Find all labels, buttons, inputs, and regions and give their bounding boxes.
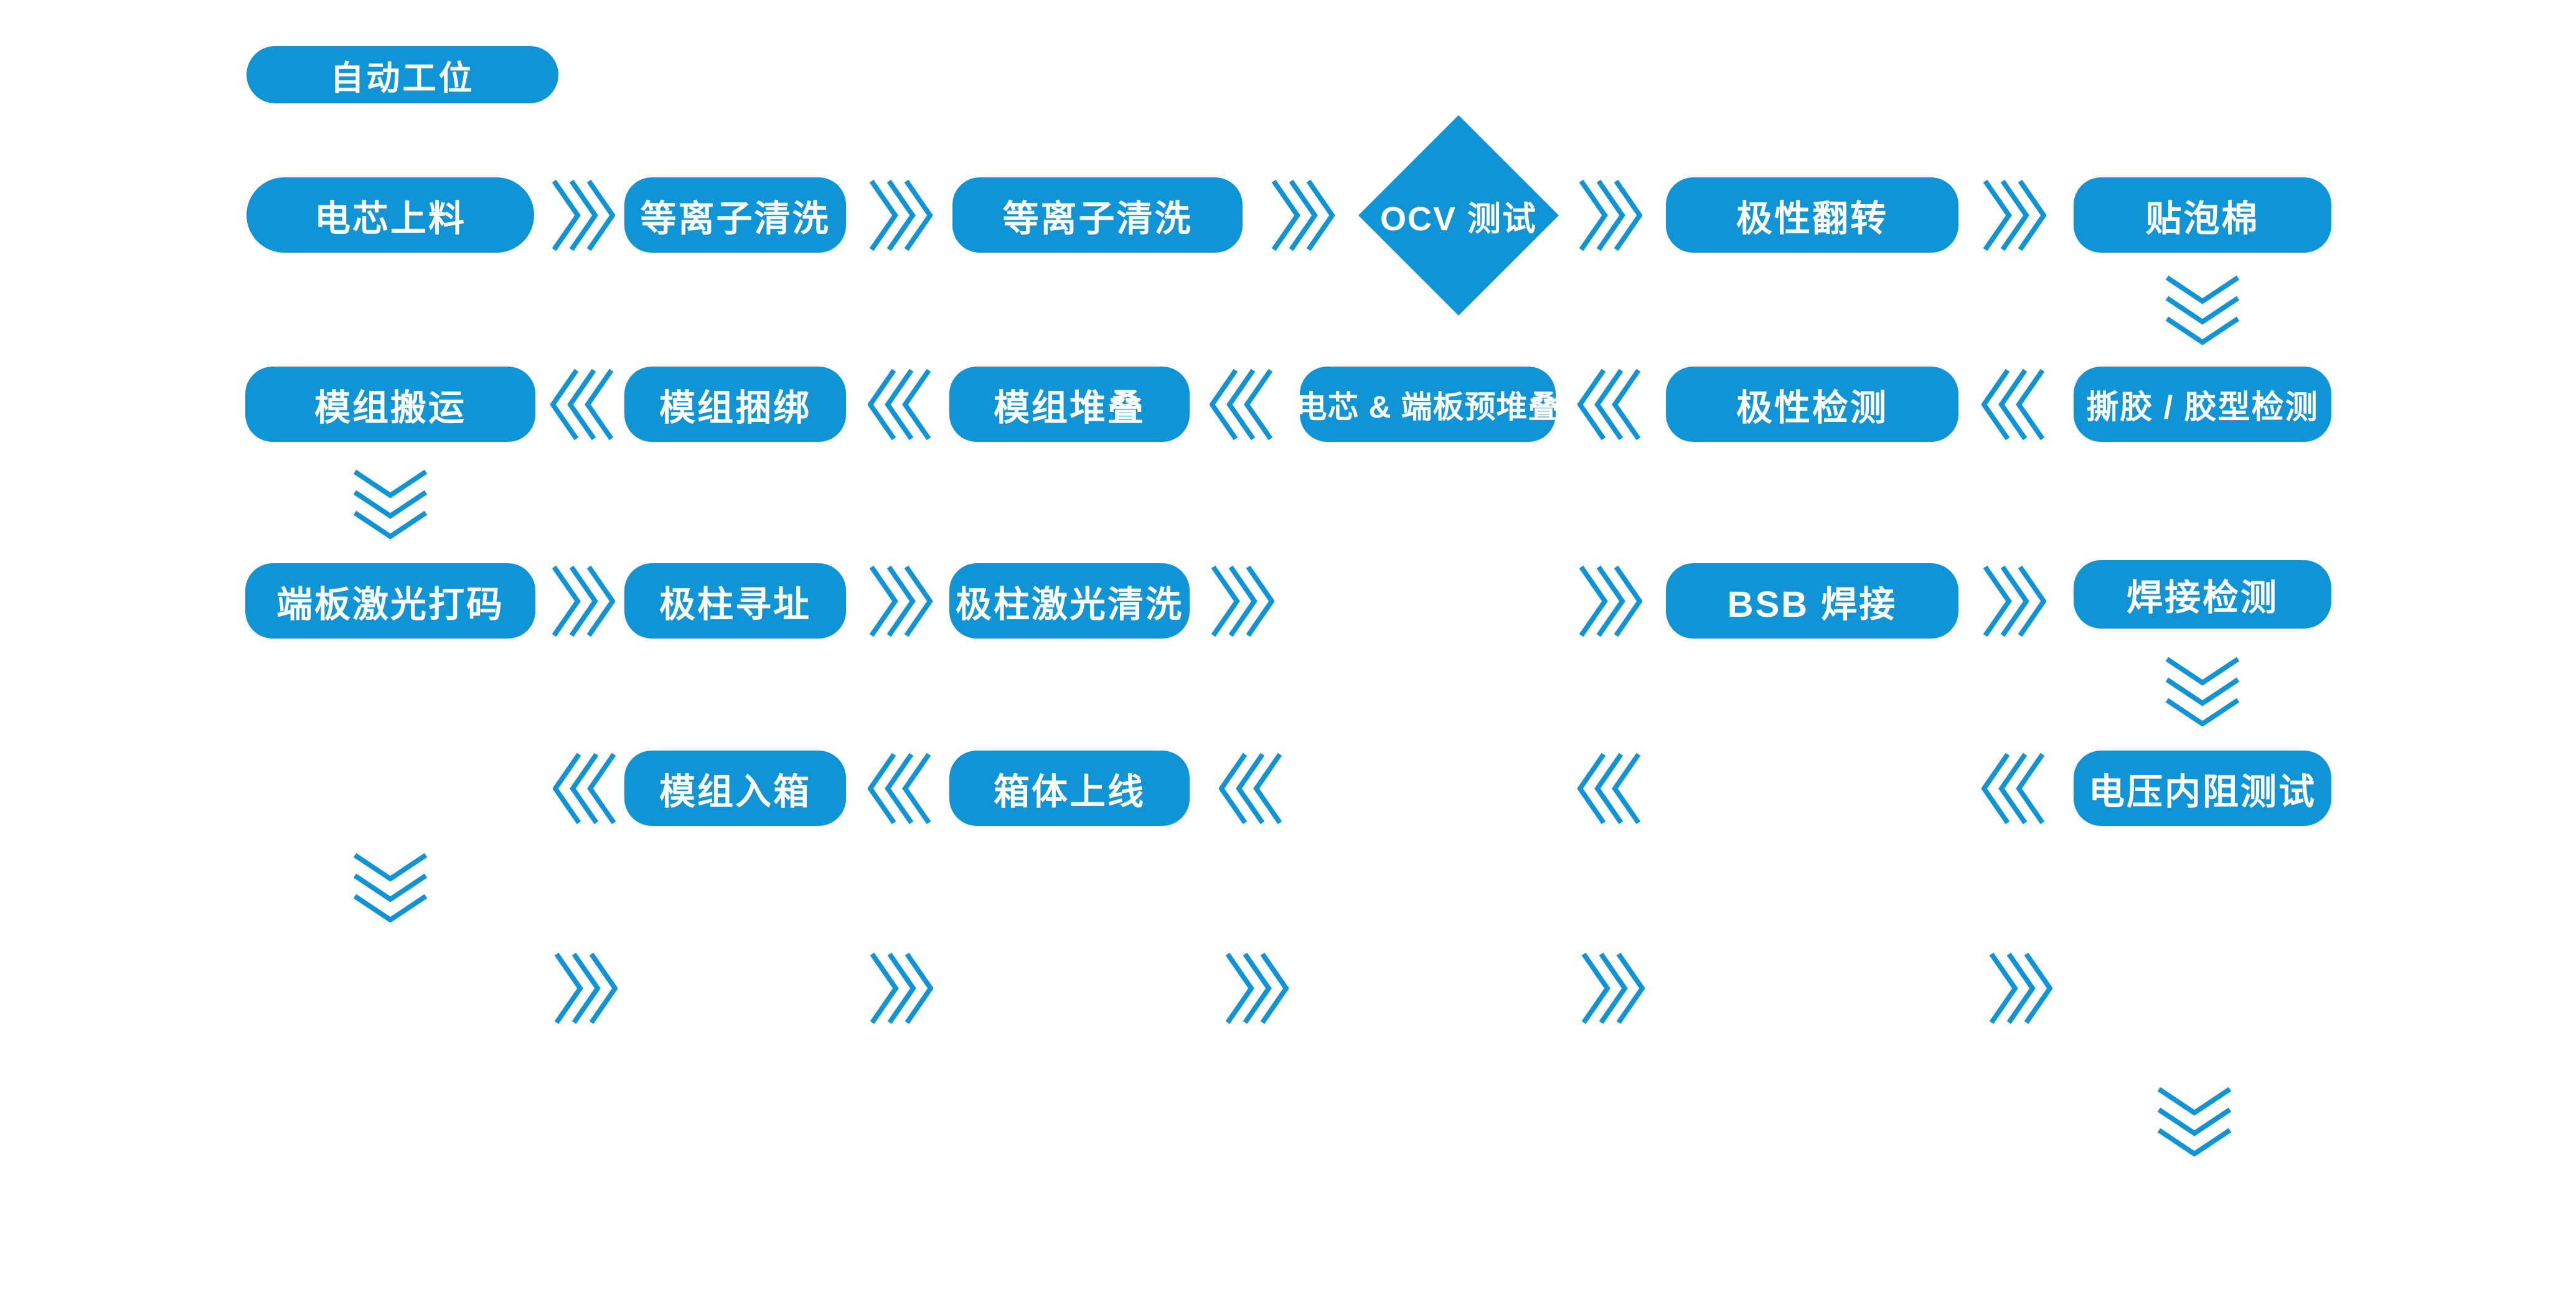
chevron-right-icon: [1210, 564, 1274, 639]
node-tape-peel-glue-check: 撕胶 / 胶型检测: [2074, 367, 2331, 442]
chevron-right-icon: [1577, 178, 1642, 253]
node-module-strapping: 模组捆绑: [624, 367, 846, 442]
node-cell-loading: 电芯上料: [247, 177, 534, 253]
chevron-right-icon: [1270, 178, 1335, 253]
chevron-left-icon: [550, 367, 615, 442]
chevron-right-icon: [868, 178, 933, 253]
chevron-left-icon: [1219, 751, 1284, 826]
node-endplate-laser-marking: 端板激光打码: [245, 563, 535, 639]
node-box-loading: 箱体上线: [949, 751, 1190, 826]
chevron-right-icon: [868, 951, 933, 1026]
node-module-stacking: 模组堆叠: [949, 367, 1190, 442]
chevron-right-icon: [1577, 564, 1642, 639]
node-welding-inspection: 焊接检测: [2074, 560, 2331, 629]
chevron-right-icon: [550, 564, 615, 639]
chevron-right-icon: [1988, 951, 2052, 1026]
chevron-right-icon: [1981, 178, 2046, 253]
node-label: OCV 测试: [1380, 200, 1538, 238]
chevron-left-icon: [1577, 367, 1642, 442]
chevron-right-icon: [550, 178, 615, 253]
chevron-down-icon: [2156, 1085, 2233, 1156]
chevron-right-icon: [1580, 951, 1645, 1026]
node-module-into-box: 模组入箱: [624, 751, 846, 826]
node-foam-taping: 贴泡棉: [2074, 177, 2331, 253]
chevron-right-icon: [868, 564, 933, 639]
node-terminal-laser-cleaning: 极柱激光清洗: [949, 563, 1190, 639]
legend-auto-station: 自动工位: [247, 46, 558, 103]
diamond-shape: [1358, 115, 1559, 316]
chevron-left-icon: [1981, 367, 2046, 442]
chevron-down-icon: [2164, 274, 2241, 345]
chevron-down-icon: [2164, 655, 2241, 726]
node-polarity-check: 极性检测: [1666, 367, 1958, 442]
chevron-down-icon: [352, 468, 429, 539]
node-plasma-cleaning-2: 等离子清洗: [952, 177, 1243, 253]
chevron-down-icon: [352, 851, 429, 922]
node-voltage-ir-test: 电压内阻测试: [2074, 751, 2331, 826]
chevron-right-icon: [1981, 564, 2046, 639]
chevron-left-icon: [868, 367, 933, 442]
node-plasma-cleaning-1: 等离子清洗: [624, 177, 846, 253]
node-bsb-welding: BSB 焊接: [1666, 563, 1958, 639]
node-terminal-addressing: 极柱寻址: [624, 563, 846, 639]
node-polarity-flip: 极性翻转: [1666, 177, 1958, 253]
node-ocv-test: OCV 测试: [1356, 113, 1561, 318]
node-module-transfer: 模组搬运: [245, 367, 535, 442]
node-cell-endplate-prestack: 电芯 & 端板预堆叠: [1296, 367, 1559, 442]
chevron-left-icon: [1210, 367, 1274, 442]
chevron-left-icon: [553, 751, 618, 826]
chevron-right-icon: [1224, 951, 1289, 1026]
chevron-right-icon: [553, 951, 618, 1026]
chevron-left-icon: [1981, 751, 2046, 826]
chevron-left-icon: [1577, 751, 1642, 826]
chevron-left-icon: [868, 751, 933, 826]
